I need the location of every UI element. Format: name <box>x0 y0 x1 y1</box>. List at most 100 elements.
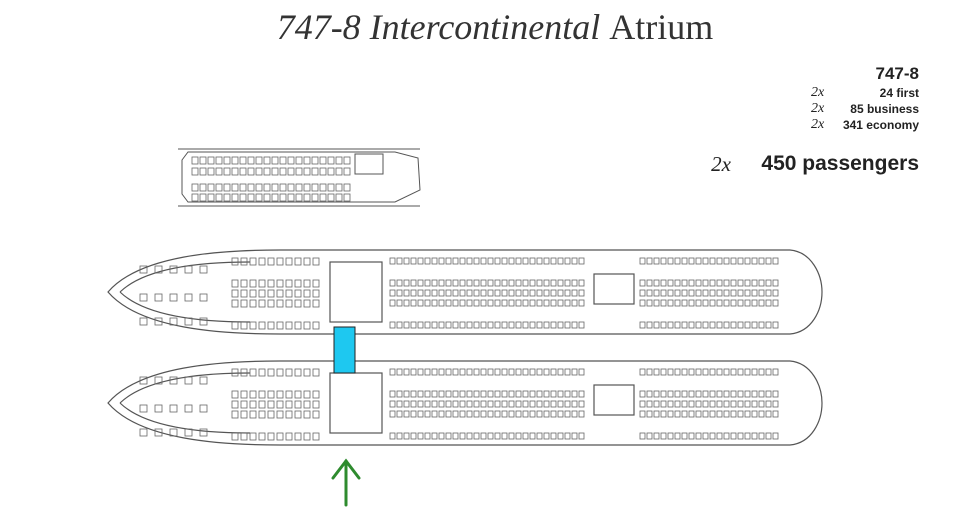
seat <box>267 289 275 298</box>
seat <box>445 368 452 376</box>
seat <box>335 156 343 165</box>
seat <box>312 279 320 288</box>
seat <box>249 257 257 266</box>
seat <box>522 289 529 297</box>
seat <box>271 193 279 202</box>
seat <box>452 321 459 329</box>
seat <box>716 321 723 329</box>
seat <box>681 432 688 440</box>
seat <box>522 321 529 329</box>
diagram-title: 747-8 Intercontinental Atrium <box>0 6 967 48</box>
seat <box>285 432 293 441</box>
seat <box>231 156 239 165</box>
seat <box>758 299 765 307</box>
seat <box>571 400 578 408</box>
class-multiplier: 2x <box>811 85 825 100</box>
seat <box>255 183 263 192</box>
seat <box>557 410 564 418</box>
seat <box>240 321 248 330</box>
seat <box>709 289 716 297</box>
seat <box>258 257 266 266</box>
seat <box>452 432 459 440</box>
seat <box>543 257 550 265</box>
seat <box>403 299 410 307</box>
seat <box>438 390 445 398</box>
seat <box>199 156 207 165</box>
seat <box>459 289 466 297</box>
seat <box>267 432 275 441</box>
seat <box>445 289 452 297</box>
seat <box>431 289 438 297</box>
seat <box>578 390 585 398</box>
seat <box>536 299 543 307</box>
seat <box>311 193 319 202</box>
seat <box>480 368 487 376</box>
seat <box>772 279 779 287</box>
seat <box>294 279 302 288</box>
seat <box>431 368 438 376</box>
seat <box>536 410 543 418</box>
seat <box>653 289 660 297</box>
seat <box>515 368 522 376</box>
seat <box>396 410 403 418</box>
seat <box>716 432 723 440</box>
seat <box>199 428 208 437</box>
seat <box>765 432 772 440</box>
seat <box>223 167 231 176</box>
seat <box>501 368 508 376</box>
seat <box>445 410 452 418</box>
seat <box>279 183 287 192</box>
seat <box>169 428 178 437</box>
seat <box>311 183 319 192</box>
seat <box>543 279 550 287</box>
seat <box>285 400 293 409</box>
seat <box>508 321 515 329</box>
seat <box>536 279 543 287</box>
seat <box>403 368 410 376</box>
seat <box>276 279 284 288</box>
seat <box>765 368 772 376</box>
seat <box>258 410 266 419</box>
seat <box>550 289 557 297</box>
seat <box>758 410 765 418</box>
seat <box>737 257 744 265</box>
seat <box>681 390 688 398</box>
seat <box>709 390 716 398</box>
seat <box>255 193 263 202</box>
seat <box>751 400 758 408</box>
seat <box>508 410 515 418</box>
seat <box>139 404 148 413</box>
seat <box>231 321 239 330</box>
seat <box>744 432 751 440</box>
seat <box>772 400 779 408</box>
seat <box>564 279 571 287</box>
seat <box>501 289 508 297</box>
seat <box>522 257 529 265</box>
seat <box>653 299 660 307</box>
seat <box>438 368 445 376</box>
seat <box>239 156 247 165</box>
seat <box>249 321 257 330</box>
seat <box>231 400 239 409</box>
seat <box>522 279 529 287</box>
seat <box>480 400 487 408</box>
seat <box>396 400 403 408</box>
seat <box>772 410 779 418</box>
seat <box>417 279 424 287</box>
seat <box>744 410 751 418</box>
seat <box>258 299 266 308</box>
seat <box>438 321 445 329</box>
seat <box>564 368 571 376</box>
seat <box>473 432 480 440</box>
seat <box>681 279 688 287</box>
seat <box>564 257 571 265</box>
seat <box>709 279 716 287</box>
seat <box>247 193 255 202</box>
seat <box>653 279 660 287</box>
seat <box>184 376 193 385</box>
seat <box>639 410 646 418</box>
seat <box>744 279 751 287</box>
seat <box>417 257 424 265</box>
seat <box>438 257 445 265</box>
class-row-economy: 2x 341 economy <box>699 117 919 133</box>
